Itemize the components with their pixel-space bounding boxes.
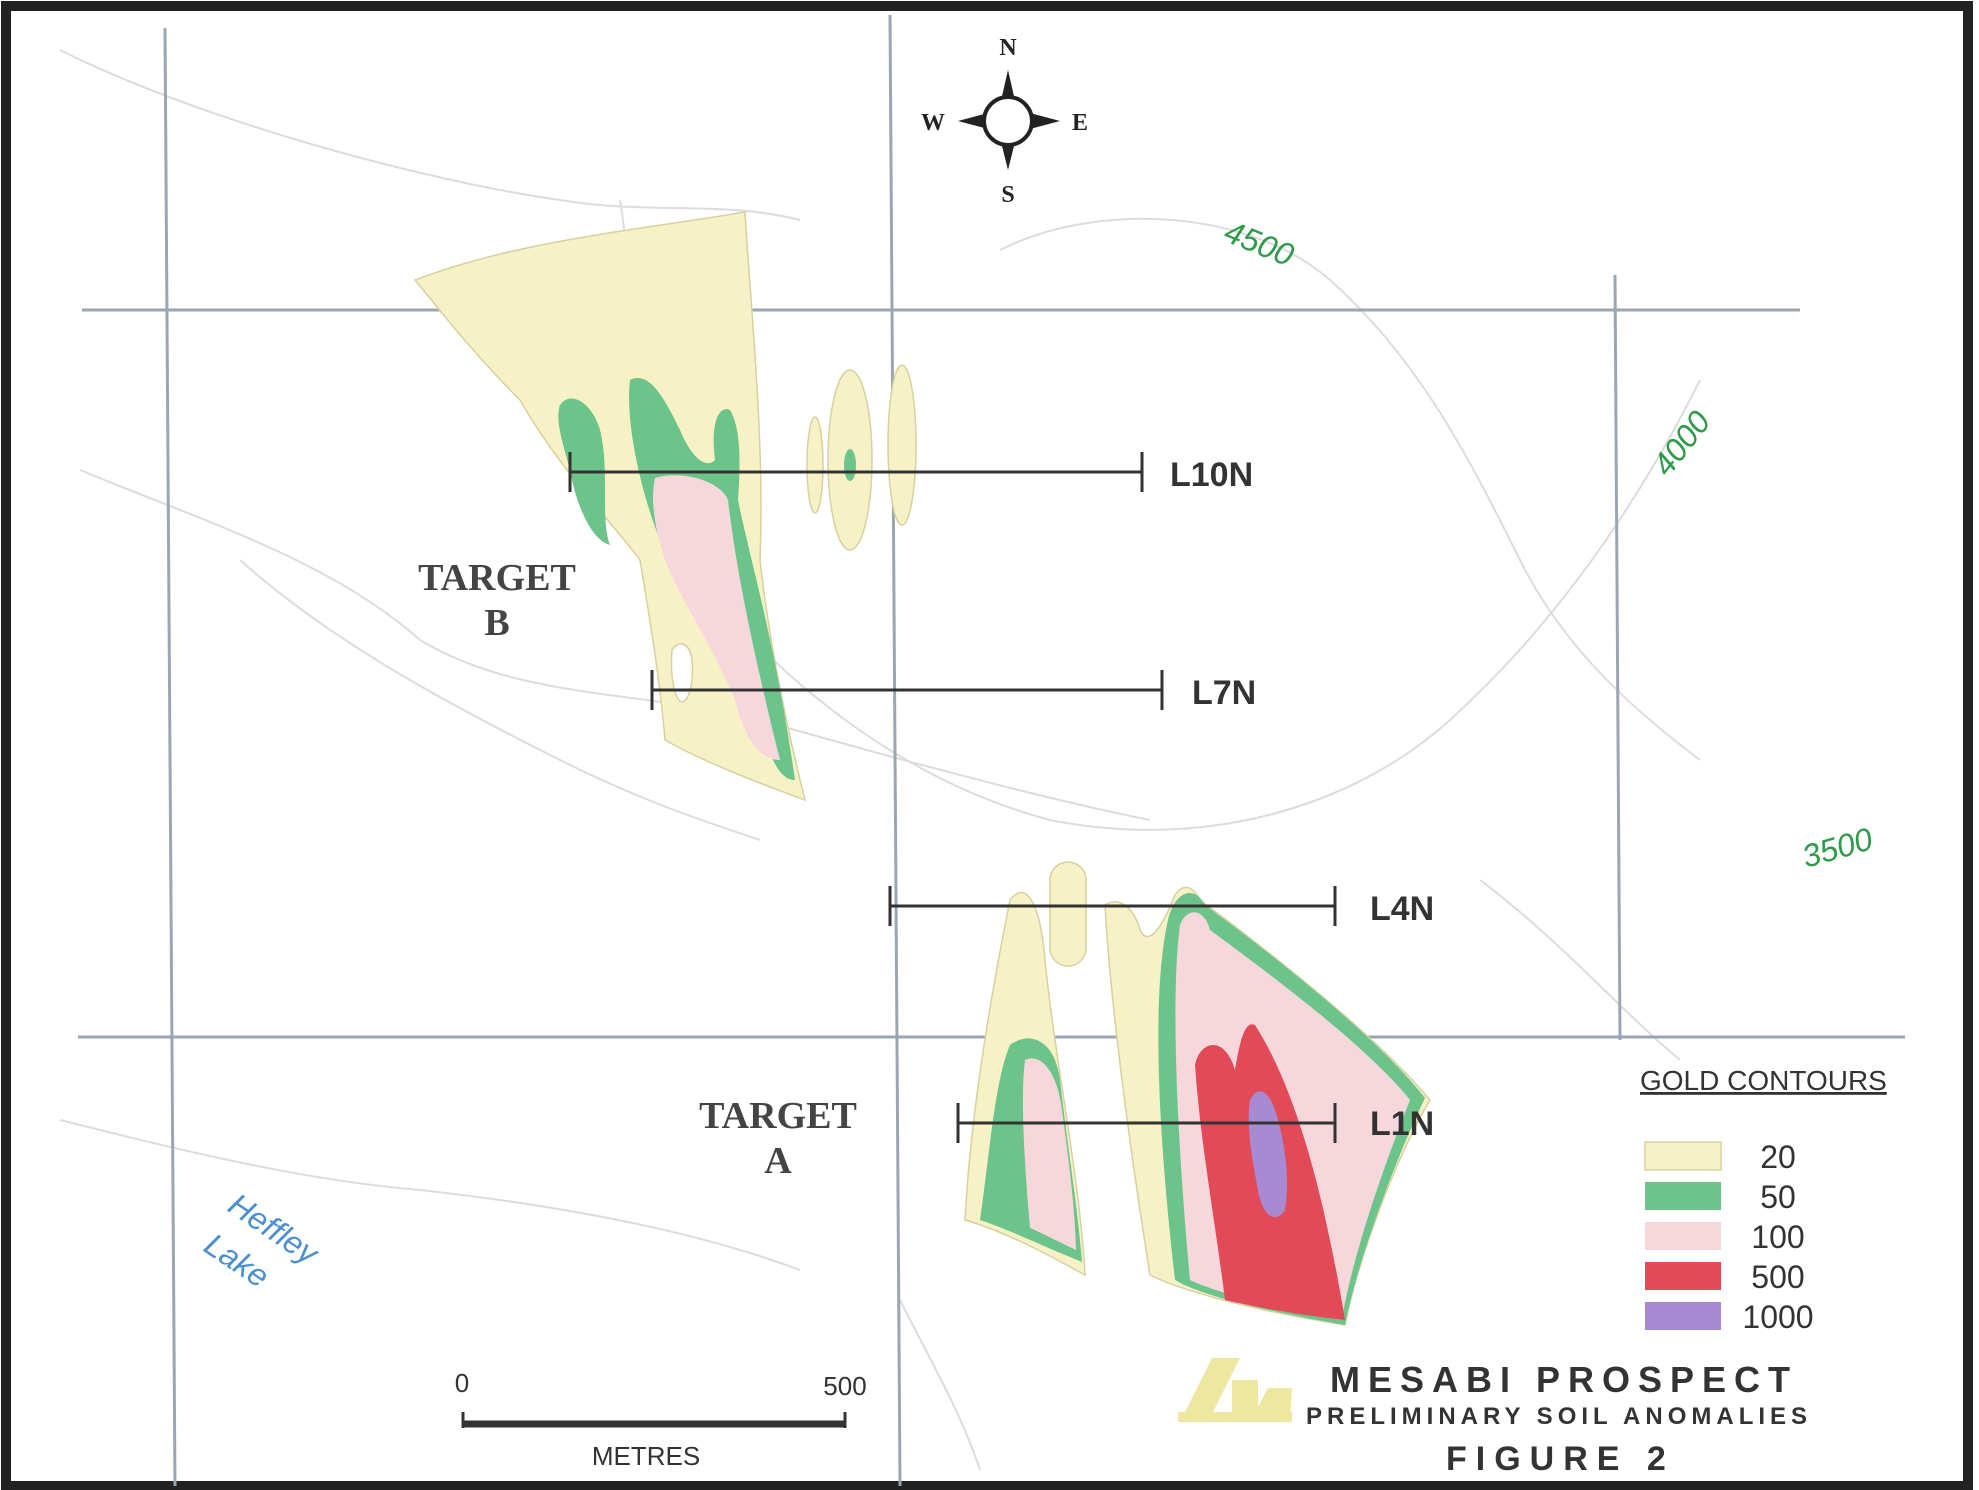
- legend-label-500: 500: [1751, 1259, 1804, 1295]
- legend-label-20: 20: [1760, 1139, 1796, 1175]
- legend-label-100: 100: [1751, 1219, 1804, 1255]
- anomaly-100-target-a-west: [1022, 1058, 1076, 1250]
- title-block-subtitle: PRELIMINARY SOIL ANOMALIES: [1306, 1403, 1812, 1430]
- target-a-anomaly: [964, 861, 1431, 1326]
- title-block: MESABI PROSPECT PRELIMINARY SOIL ANOMALI…: [1178, 1358, 1812, 1478]
- target-a-label-line1: TARGET: [699, 1095, 857, 1137]
- survey-line-l7n: [650, 670, 1164, 710]
- title-block-figure: FIGURE 2: [1446, 1440, 1675, 1478]
- legend-swatch-100: [1645, 1222, 1721, 1250]
- survey-line-l4n: [888, 886, 1337, 926]
- scale-bar-unit-label: METRES: [592, 1441, 700, 1471]
- compass-east-point: [1030, 113, 1060, 129]
- compass-label-north: N: [999, 35, 1017, 61]
- survey-line-label-l4n: L4N: [1370, 890, 1434, 928]
- compass-label-east: E: [1072, 110, 1088, 136]
- survey-line-label-l7n: L7N: [1192, 674, 1256, 712]
- anomaly-20-target-b-gap: [670, 643, 694, 703]
- survey-line-label-l10n: L10N: [1170, 456, 1253, 494]
- legend-label-1000: 1000: [1742, 1299, 1813, 1335]
- target-b-label-line2: B: [484, 602, 509, 644]
- survey-lines: [568, 452, 1337, 1143]
- anomaly-20-satellite-3: [887, 364, 917, 526]
- legend: GOLD CONTOURS 20 50 100 500 1000: [1640, 1065, 1887, 1335]
- grid-line-west: [163, 27, 177, 1487]
- survey-line-l1n: [956, 1103, 1337, 1143]
- legend-swatch-50: [1645, 1182, 1721, 1210]
- scale-bar-start-label: 0: [455, 1368, 469, 1398]
- survey-line-l10n: [568, 452, 1144, 492]
- legend-swatch-500: [1645, 1262, 1721, 1290]
- anomaly-20-satellite-1: [806, 416, 824, 514]
- anomaly-20-target-a-pill: [1049, 861, 1087, 967]
- target-b-label-line1: TARGET: [418, 557, 576, 599]
- legend-label-50: 50: [1760, 1179, 1796, 1215]
- scale-bar-end-label: 500: [823, 1371, 866, 1401]
- company-logo: [1178, 1358, 1292, 1422]
- legend-title: GOLD CONTOURS: [1640, 1065, 1887, 1096]
- anomaly-50-satellite: [844, 449, 856, 481]
- compass-rose: N S E W: [921, 35, 1088, 208]
- legend-swatch-1000: [1645, 1302, 1721, 1330]
- legend-swatch-20: [1644, 1141, 1722, 1171]
- survey-line-label-l1n: L1N: [1370, 1105, 1434, 1143]
- compass-label-west: W: [921, 110, 945, 136]
- compass-label-south: S: [1001, 182, 1014, 208]
- grid-line-center: [888, 14, 902, 1487]
- grid-line-east: [1613, 274, 1622, 1041]
- target-a-label-line2: A: [764, 1140, 792, 1182]
- compass-west-point: [958, 113, 988, 129]
- anomaly-20-target-b: [413, 211, 807, 802]
- scale-bar: 0 500 METRES: [455, 1368, 867, 1471]
- compass-center: [982, 95, 1034, 147]
- title-block-title: MESABI PROSPECT: [1330, 1359, 1798, 1400]
